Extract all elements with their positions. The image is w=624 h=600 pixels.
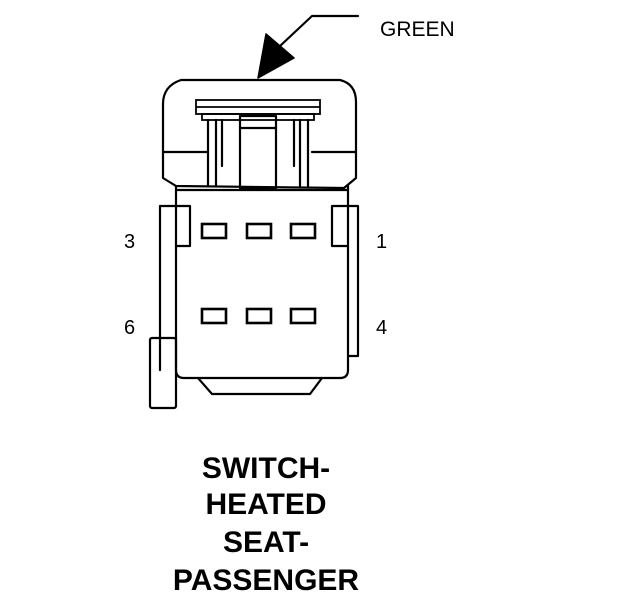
connector-body <box>148 184 360 410</box>
title-line: SWITCH- <box>202 452 330 485</box>
cavity-3 <box>200 222 228 240</box>
color-callout-label: GREEN <box>380 18 455 41</box>
callout-leader <box>257 14 360 79</box>
component-title: SWITCH- HEATED SEAT- PASSENGER <box>173 452 359 597</box>
pin-label-bottom-left: 6 <box>124 317 135 339</box>
cavity-6 <box>200 307 228 325</box>
title-line: PASSENGER <box>173 564 359 597</box>
pin-label-top-right: 1 <box>376 231 387 253</box>
title-line: HEATED <box>205 488 326 521</box>
cavity-2 <box>245 222 273 240</box>
cavity-5 <box>245 307 273 325</box>
cavity-4 <box>289 307 317 325</box>
connector-latch-housing <box>161 78 358 190</box>
pin-label-top-left: 3 <box>124 231 135 253</box>
cavity-grid <box>200 222 317 325</box>
title-line: SEAT- <box>223 526 309 559</box>
cavity-1 <box>289 222 317 240</box>
pin-label-bottom-right: 4 <box>376 317 387 339</box>
